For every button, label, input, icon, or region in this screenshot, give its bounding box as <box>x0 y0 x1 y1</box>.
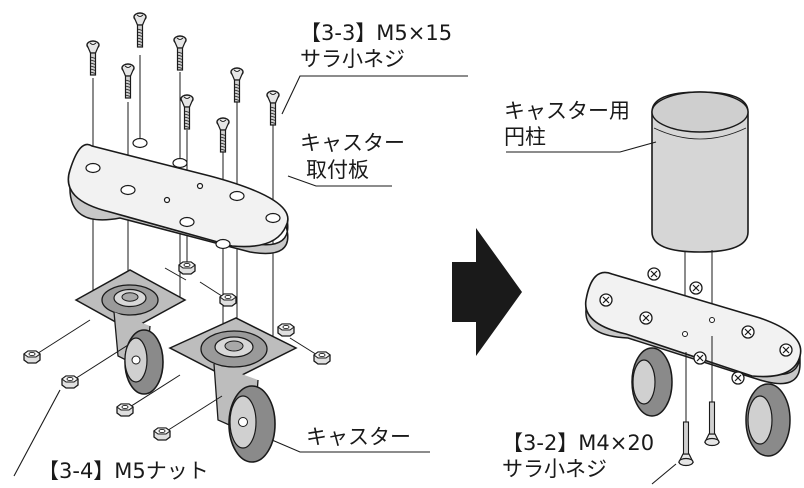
label-caster: キャスター <box>306 425 411 449</box>
label-caster-plate-line1: キャスター <box>300 131 405 155</box>
caster-left <box>74 269 187 395</box>
direction-arrow <box>452 228 522 356</box>
caster-mounting-plate <box>67 137 289 255</box>
label-caster-plate-line2: 取付板 <box>306 158 369 182</box>
label-m5-screw-code: 【3-3】M5×15 <box>300 21 453 45</box>
nut-guide-lines <box>31 267 323 435</box>
m5-countersunk-screws <box>86 12 280 153</box>
label-m4-screw-name: サラ小ネジ <box>502 457 607 481</box>
label-m4-screw-code: 【3-2】M4×20 <box>502 431 655 455</box>
label-cylinder-line1: キャスター用 <box>504 99 630 123</box>
caster-right <box>168 317 298 463</box>
assembled-casters <box>631 347 791 457</box>
leader-lines-right <box>506 141 677 485</box>
assembled-plate <box>584 267 802 385</box>
leader-lines-left <box>13 75 468 477</box>
label-m5-nut: 【3-4】M5ナット <box>38 459 209 483</box>
label-m5-screw-name: サラ小ネジ <box>300 47 405 71</box>
m4-countersunk-screws <box>678 336 720 467</box>
label-cylinder-line2: 円柱 <box>504 125 546 149</box>
caster-cylinder <box>651 91 749 253</box>
